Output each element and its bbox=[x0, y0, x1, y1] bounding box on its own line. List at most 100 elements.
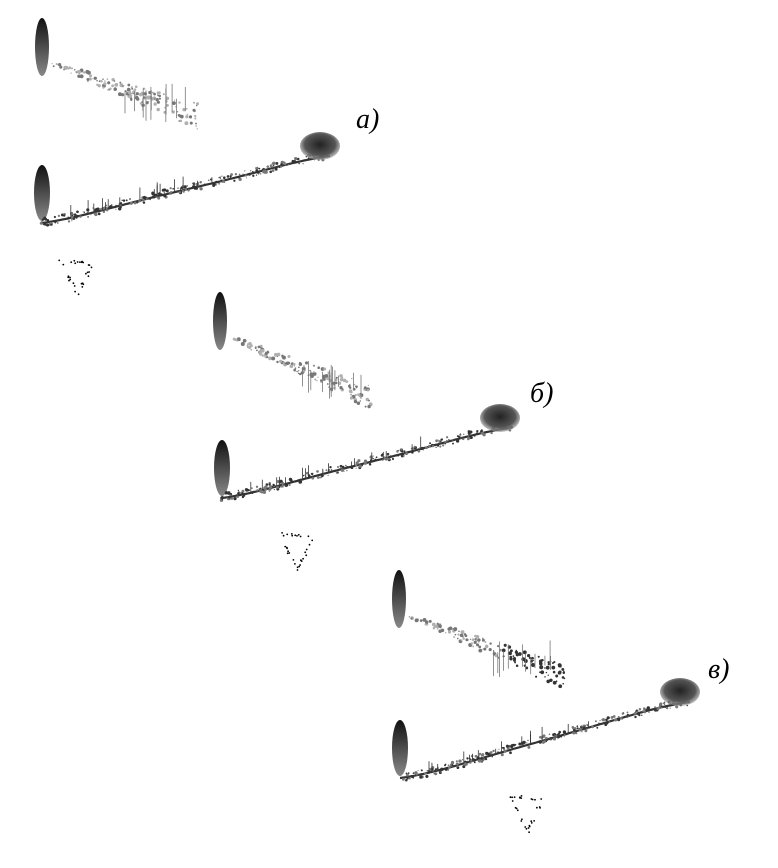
lower-curve-dot bbox=[336, 465, 340, 469]
panel-b-label: б) bbox=[530, 378, 553, 409]
upper-branch-dot bbox=[348, 384, 351, 388]
triangle-dot bbox=[87, 264, 90, 266]
lower-curve-dot bbox=[402, 454, 405, 457]
lower-curve-dot bbox=[94, 208, 97, 212]
triangle-dot bbox=[538, 806, 541, 808]
lower-curve-dot bbox=[340, 468, 345, 472]
lower-curve-dot bbox=[203, 183, 206, 186]
lower-curve-dot bbox=[255, 174, 258, 176]
lower-curve-dot bbox=[279, 483, 282, 487]
lower-curve-dot bbox=[341, 465, 345, 469]
upper-branch-dot bbox=[547, 674, 549, 676]
upper-branch-dot bbox=[107, 81, 111, 85]
lower-curve-dot bbox=[263, 171, 267, 174]
lower-curve-dot bbox=[90, 214, 92, 216]
lower-stem bbox=[34, 165, 50, 221]
lower-curve-dot bbox=[239, 492, 242, 494]
upper-branch-dot bbox=[254, 347, 257, 349]
lower-curve-dot bbox=[265, 483, 269, 486]
upper-branch-dot bbox=[460, 633, 463, 636]
lower-curve-dot bbox=[654, 708, 658, 712]
lower-curve-dot bbox=[115, 208, 117, 210]
upper-branch-dot bbox=[59, 65, 63, 69]
upper-branch-dot bbox=[563, 677, 566, 680]
upper-branch-dot bbox=[172, 101, 176, 105]
lower-curve-dot bbox=[436, 444, 440, 447]
panel-a-lower-curve bbox=[34, 132, 340, 227]
upper-branch-dot bbox=[93, 76, 97, 80]
upper-branch-dot bbox=[532, 659, 534, 662]
lower-curve-dot bbox=[475, 432, 479, 435]
lower-curve-dot bbox=[383, 456, 386, 460]
upper-stem bbox=[35, 18, 49, 76]
lower-curve-dot bbox=[372, 457, 374, 460]
lower-curve-dot bbox=[218, 182, 221, 185]
lower-curve-dot bbox=[46, 218, 50, 222]
lower-curve-dot bbox=[466, 757, 469, 760]
upper-branch-dot bbox=[287, 361, 291, 365]
triangle-dot bbox=[292, 559, 295, 561]
lower-curve-dot bbox=[626, 711, 629, 714]
lower-curve-dot bbox=[428, 444, 431, 448]
lower-curve-dot bbox=[269, 170, 272, 174]
triangle-dot bbox=[513, 796, 516, 798]
triangle-dot bbox=[511, 800, 514, 802]
lower-curve-dot bbox=[599, 719, 601, 722]
lower-curve-dot bbox=[96, 207, 100, 211]
upper-branch-dot bbox=[134, 85, 138, 89]
lower-curve-dot bbox=[437, 439, 439, 441]
triangle-dot bbox=[525, 827, 528, 830]
lower-curve-dot bbox=[460, 437, 462, 439]
lower-curve-dot bbox=[238, 177, 242, 182]
lower-curve-dot bbox=[165, 189, 169, 193]
lower-curve-dot bbox=[350, 466, 354, 470]
lower-curve-dot bbox=[606, 722, 609, 725]
lower-curve-dot bbox=[128, 197, 132, 201]
upper-branch-dot bbox=[179, 119, 183, 123]
lower-curve-dot bbox=[41, 218, 45, 221]
lower-curve-dot bbox=[581, 725, 583, 727]
lower-curve-dot bbox=[271, 169, 275, 172]
upper-branch-dot bbox=[192, 101, 196, 104]
lower-curve-dot bbox=[586, 724, 589, 726]
upper-branch-dot bbox=[70, 67, 74, 70]
upper-branch-dot bbox=[86, 77, 90, 81]
lower-curve-dot bbox=[188, 187, 191, 190]
upper-branch-dot bbox=[462, 637, 465, 640]
triangle-dot bbox=[297, 533, 300, 536]
lower-curve-dot bbox=[221, 175, 223, 177]
upper-branch-dot bbox=[481, 638, 485, 642]
upper-branch-dot bbox=[82, 71, 86, 74]
upper-branch-dot bbox=[512, 655, 515, 658]
lower-curve-dot bbox=[599, 723, 602, 725]
upper-stem bbox=[213, 292, 227, 350]
upper-branch-dot bbox=[553, 661, 556, 664]
lower-curve-dot bbox=[462, 765, 466, 769]
lower-curve-dot bbox=[241, 489, 245, 493]
upper-branch-dot bbox=[335, 376, 338, 379]
lower-curve-dot bbox=[620, 716, 623, 720]
upper-branch-dot bbox=[555, 680, 558, 682]
lower-curve-dot bbox=[419, 775, 423, 779]
upper-branch-dot bbox=[558, 670, 562, 674]
upper-branch-dot bbox=[186, 113, 189, 116]
lower-curve-dot bbox=[86, 211, 88, 214]
lower-curve-dot bbox=[462, 433, 465, 436]
lower-curve-dot bbox=[221, 499, 224, 501]
lower-curve-dot bbox=[219, 177, 222, 180]
upper-branch-dot bbox=[482, 637, 484, 640]
upper-branch-dot bbox=[264, 352, 268, 356]
lower-curve-dot bbox=[451, 439, 454, 441]
upper-branch-dot bbox=[540, 670, 545, 675]
upper-branch-dot bbox=[552, 680, 557, 685]
upper-branch-dot bbox=[501, 648, 506, 653]
lower-curve-dot bbox=[448, 766, 451, 769]
lower-curve-dot bbox=[259, 489, 263, 493]
lower-curve-dot bbox=[223, 181, 226, 183]
upper-branch-dot bbox=[294, 367, 297, 370]
panel-a-triangle-cluster bbox=[58, 259, 93, 296]
lower-curve-dot bbox=[444, 764, 446, 767]
lower-curve-dot bbox=[145, 197, 148, 200]
lower-curve-dot bbox=[638, 707, 642, 711]
panel-v-label: в) bbox=[708, 654, 729, 685]
